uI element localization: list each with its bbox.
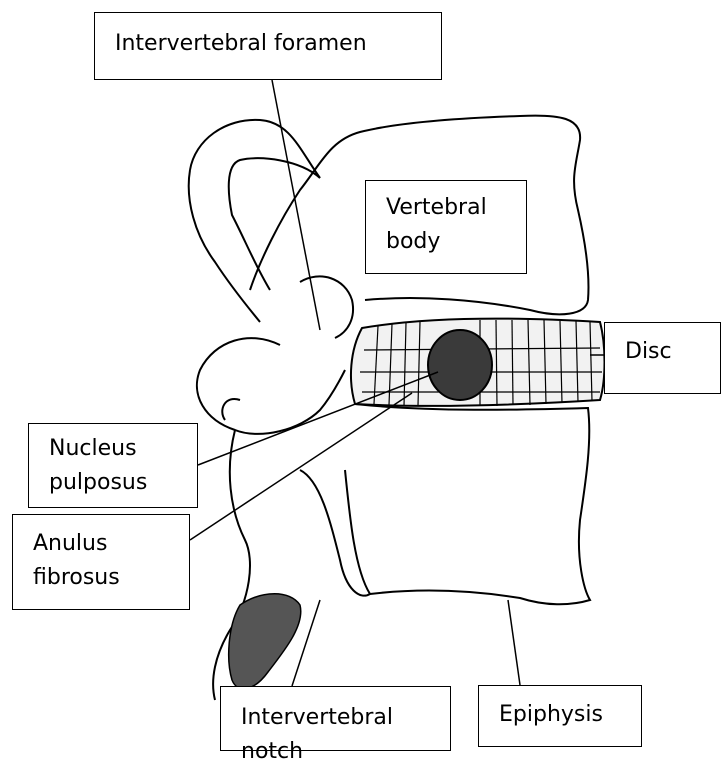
- label-intervertebral-notch: Intervertebral notch: [220, 686, 451, 751]
- label-intervertebral-foramen: Intervertebral foramen: [94, 12, 442, 80]
- label-nucleus-pulposus: Nucleus pulposus: [28, 423, 198, 508]
- label-disc: Disc: [604, 322, 721, 394]
- lower-vertebral-body: [345, 404, 590, 604]
- nucleus-pulposus-shape: [428, 330, 492, 400]
- label-vertebral-body: Vertebral body: [365, 180, 527, 274]
- label-anulus-fibrosus: Anulus fibrosus: [12, 514, 190, 610]
- leader-epiphysis: [508, 600, 520, 685]
- leader-foramen: [272, 80, 320, 330]
- upper-articular-process: [189, 170, 260, 322]
- lower-spinous-edge: [300, 470, 370, 596]
- notch-stipple: [229, 594, 301, 689]
- leader-nucleus: [198, 372, 438, 465]
- label-epiphysis: Epiphysis: [478, 685, 642, 747]
- upper-pedicle: [190, 120, 320, 290]
- lower-pedicle: [197, 338, 345, 434]
- lower-process-bump: [222, 399, 240, 420]
- foramen-edge: [300, 276, 353, 338]
